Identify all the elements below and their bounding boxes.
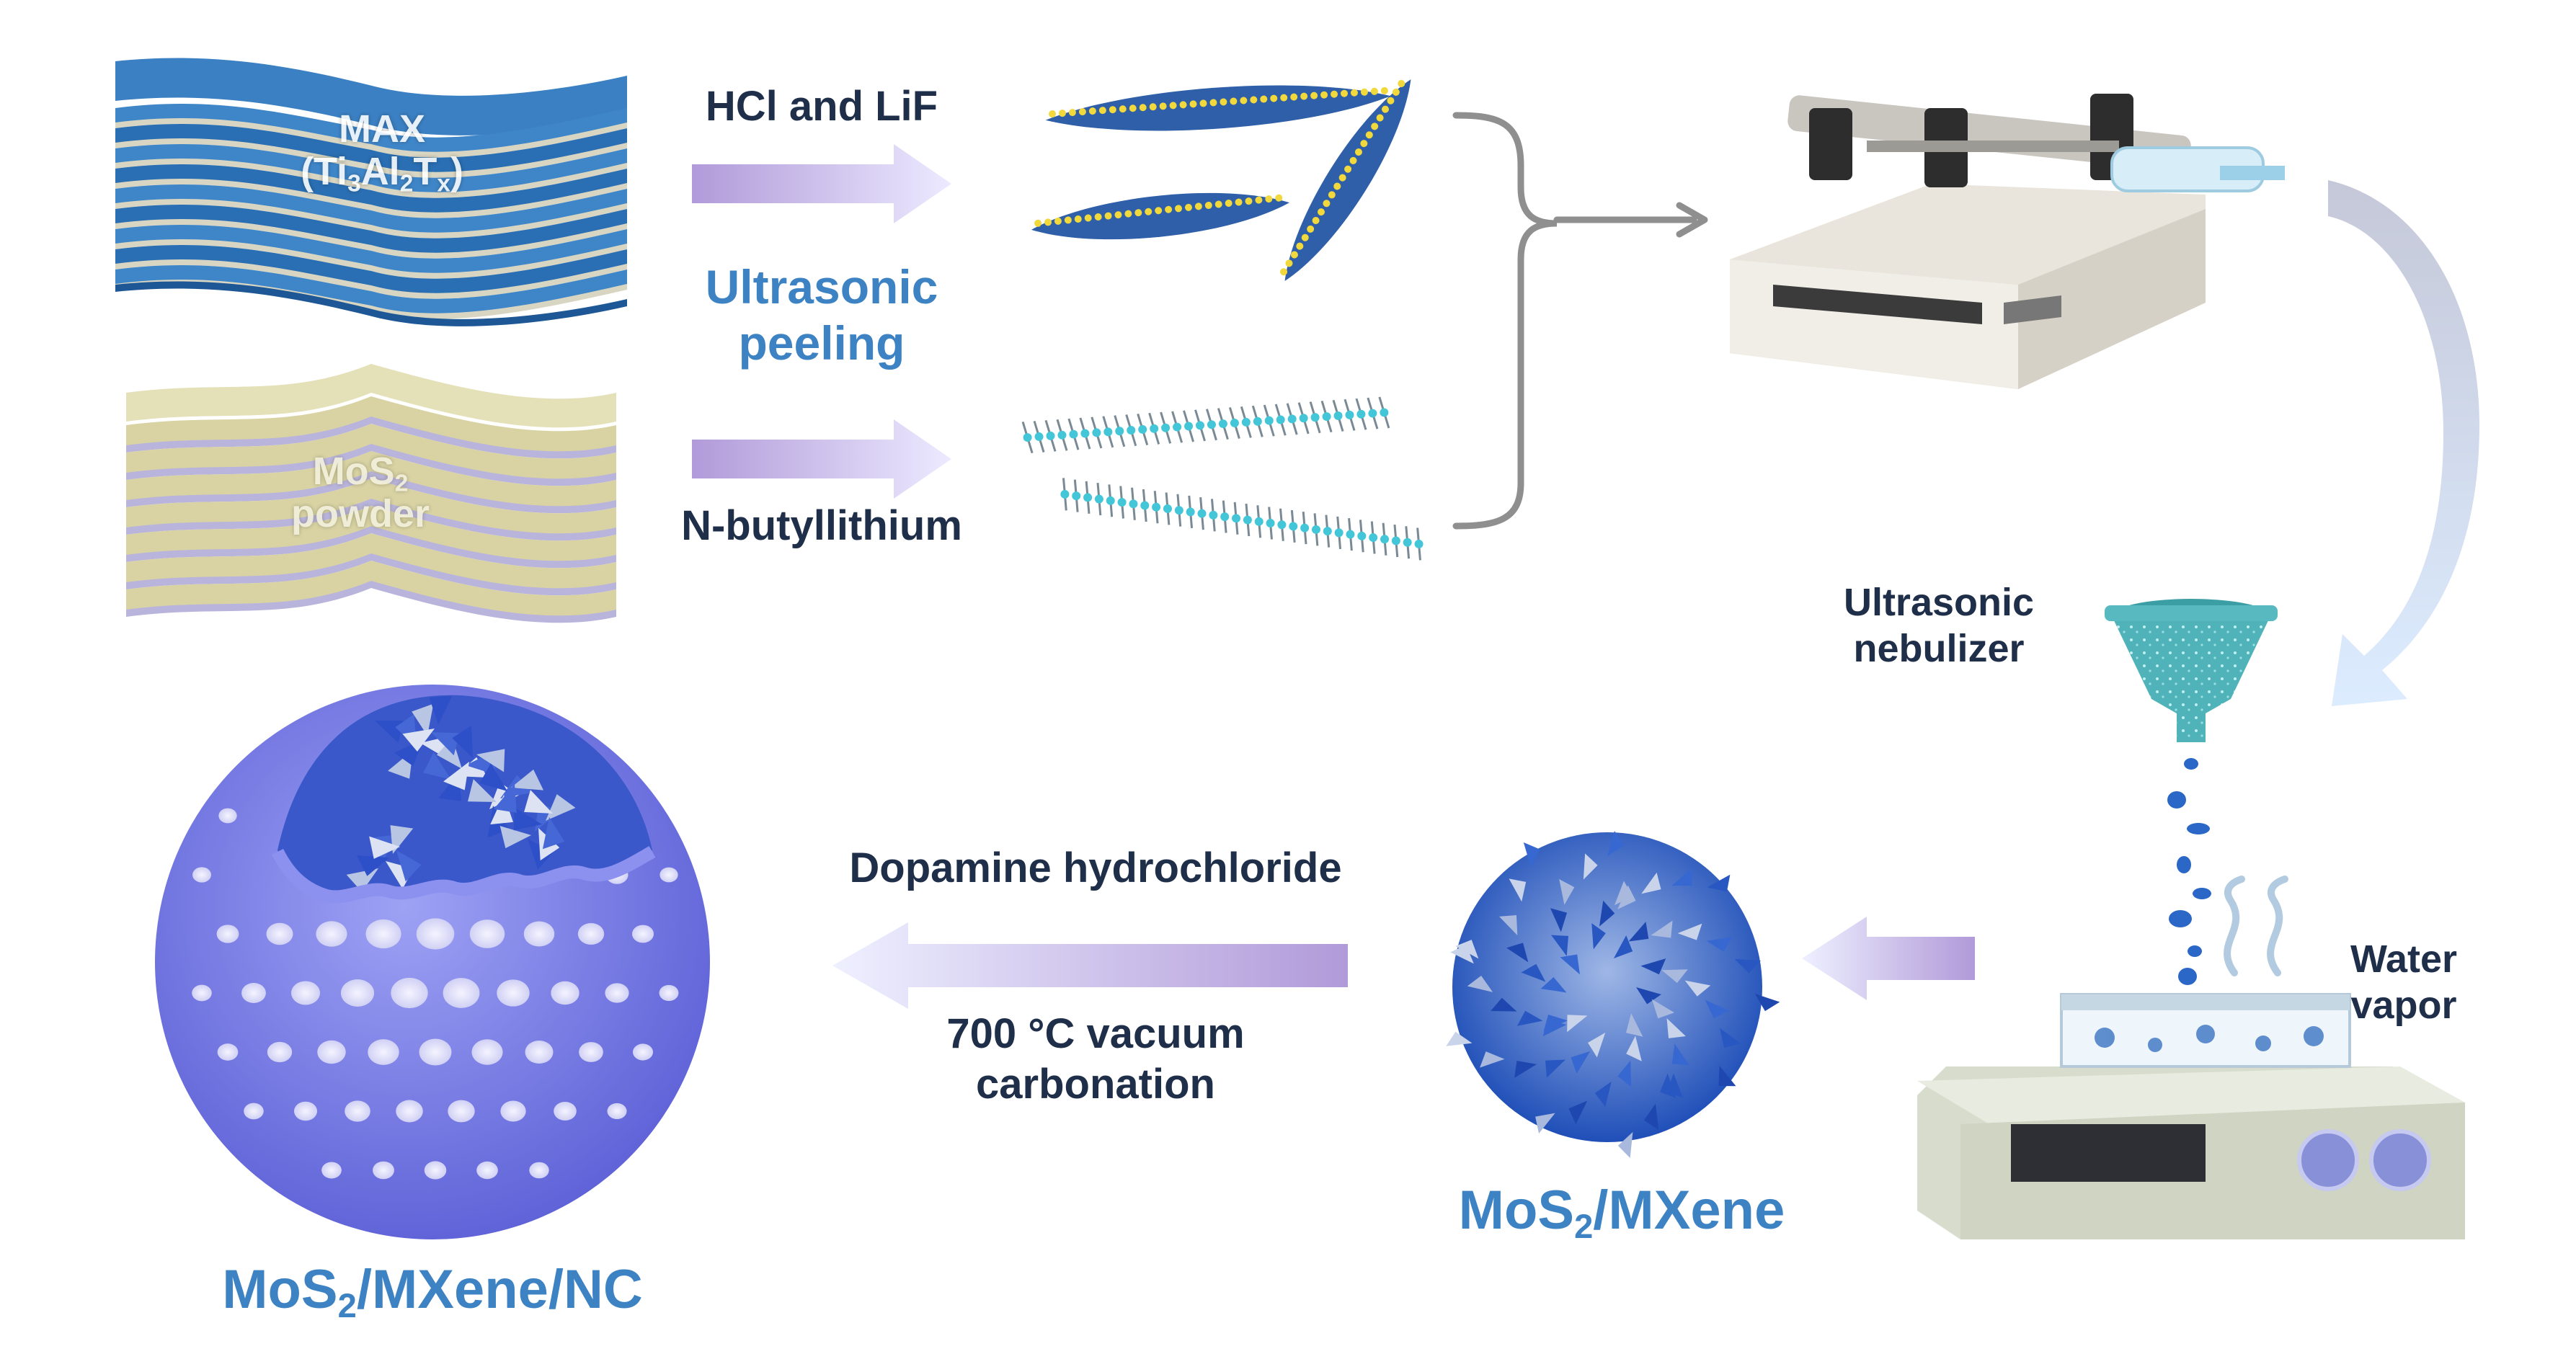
mos2-mxene-flower xyxy=(1446,831,1780,1159)
max-label: MAX (Ti3Al2Tx) xyxy=(245,107,519,197)
syringe-pump-icon xyxy=(1730,94,2285,389)
mos2-mxene-label: MoS2/MXene xyxy=(1458,1180,1785,1246)
mxene-nanosheets xyxy=(1031,79,1411,281)
arrow-to-nc xyxy=(832,922,1348,1009)
arrow-to-mxene xyxy=(1802,917,1975,1000)
arrow-butyl xyxy=(692,419,951,499)
mos2-nanosheets xyxy=(1021,396,1424,561)
ultrasonic-nebulizer-label: Ultrasonic nebulizer xyxy=(1843,581,2035,670)
n-butyllithium-label: N-butyllithium xyxy=(681,502,962,549)
mos2-powder-label: MoS2 powder xyxy=(290,450,430,536)
mos2-mxene-nc-sphere xyxy=(155,685,710,1239)
bracket-icon xyxy=(1452,112,1708,530)
mos2-mxene-nc-label: MoS2/MXene/NC xyxy=(222,1259,643,1325)
vapor-icon xyxy=(2224,876,2288,976)
hot-plate-icon xyxy=(1917,993,2465,1239)
dopamine-label: Dopamine hydrochloride xyxy=(849,845,1342,891)
max-layers-block xyxy=(115,58,627,326)
water-vapor-label: Water vapor xyxy=(2350,937,2458,1027)
max-formula: (Ti3Al2Tx) xyxy=(301,150,463,197)
curved-arrow-icon xyxy=(2328,180,2479,706)
ultrasonic-peeling-label: Ultrasonic peeling xyxy=(705,260,938,370)
hcl-lif-label: HCl and LiF xyxy=(705,83,938,130)
vacuum-carbonation-label: 700 °C vacuum carbonation xyxy=(946,1010,1245,1108)
mos2-layers-block xyxy=(126,364,616,623)
arrow-hcl xyxy=(692,144,951,223)
droplets xyxy=(2167,758,2211,985)
nebulizer-funnel-icon xyxy=(2105,599,2278,742)
